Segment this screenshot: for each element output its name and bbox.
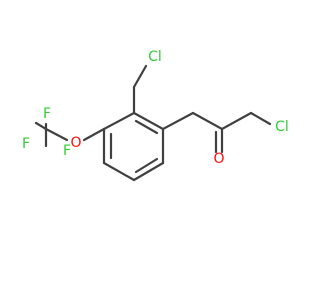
fluorine-atom-bottom: F: [63, 143, 71, 159]
bond-layer: [34, 64, 272, 182]
bond-ch2-cl: [132, 64, 148, 89]
bond-ether-o-cf3: [44, 127, 69, 142]
ring-bond-c3-c4: [132, 161, 165, 182]
ring-inner-bond-c1-c2: [134, 119, 159, 135]
fluorine-atom-left: F: [22, 136, 30, 152]
carbonyl-oxygen-atom: O: [213, 151, 224, 167]
ether-oxygen-atom: O: [70, 135, 81, 151]
chlorine-atom-right: Cl: [275, 119, 289, 135]
molecule-structure-diagram: Cl Cl O O F F F: [22, 49, 289, 182]
fluorine-atom-top: F: [43, 106, 51, 122]
bond-ch2-carbonyl: [191, 111, 224, 131]
atom-label-layer: Cl Cl O O F F F: [22, 49, 289, 167]
bond-c2-ch2: [161, 111, 195, 131]
chlorine-atom-top: Cl: [148, 49, 162, 65]
ring-inner-bond-c3-c4: [134, 157, 159, 174]
bond-carbonyl-ch2: [220, 111, 253, 131]
bond-cf3-f2: [34, 121, 48, 131]
ring-bond-c4-c5: [102, 161, 136, 182]
bond-ch2-cl-right: [249, 111, 272, 126]
bond-c6-ether-o: [82, 127, 106, 142]
ring-bond-c6-c1: [102, 111, 136, 131]
ring-bond-c1-c2: [132, 111, 165, 131]
